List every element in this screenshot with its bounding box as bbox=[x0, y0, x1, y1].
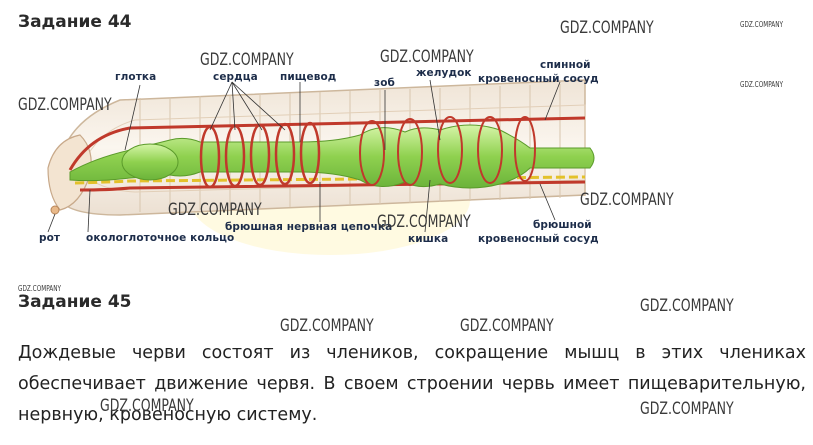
label-mouth: рот bbox=[39, 232, 61, 244]
answer-line-1: Дождевые черви состоят из члеников, сокр… bbox=[18, 343, 806, 363]
answer-line-3: нервную, кровеносную систему. bbox=[18, 405, 318, 425]
answer-line-2: обеспечивает движение червя. В своем стр… bbox=[18, 374, 806, 394]
label-dorsal-vessel-1: спинной bbox=[540, 59, 591, 71]
watermark: GDZ.COMPANY bbox=[18, 95, 112, 115]
watermark: GDZ.COMPANY bbox=[560, 18, 654, 38]
label-gizzard: желудок bbox=[416, 67, 472, 79]
task-44-title: Задание 44 bbox=[18, 12, 132, 32]
watermark: GDZ.COMPANY bbox=[380, 47, 474, 67]
label-esophagus: пищевод bbox=[280, 71, 337, 83]
label-pharynx: глотка bbox=[115, 71, 157, 83]
mouth-spot bbox=[50, 205, 60, 215]
watermark: GDZ.COMPANY bbox=[168, 200, 262, 220]
label-ventral-nerve-cord: брюшная нервная цепочка bbox=[225, 221, 393, 233]
segmental-vessels bbox=[359, 116, 536, 186]
task-45-answer: Дождевые черви состоят из члеников, сокр… bbox=[18, 338, 806, 431]
watermark: GDZ.COMPANY bbox=[200, 50, 294, 70]
label-intestine: кишка bbox=[408, 233, 449, 245]
label-hearts: сердца bbox=[213, 71, 258, 83]
watermark: GDZ.COMPANY bbox=[580, 190, 674, 210]
watermark: GDZ.COMPANY bbox=[460, 316, 554, 336]
earthworm-anatomy-diagram bbox=[47, 79, 595, 255]
ventral-vessel bbox=[79, 180, 586, 192]
label-nerve-ring: окологлоточное кольцо bbox=[86, 232, 235, 244]
label-crop: зоб bbox=[374, 77, 395, 89]
watermark: GDZ.COMPANY bbox=[740, 20, 784, 29]
label-ventral-vessel-2: кровеносный сосуд bbox=[478, 233, 599, 245]
watermark: GDZ.COMPANY bbox=[640, 296, 734, 316]
watermark: GDZ.COMPANY bbox=[18, 284, 62, 293]
pharynx-shape bbox=[121, 143, 179, 181]
task-45-title: Задание 45 bbox=[18, 292, 132, 312]
label-dorsal-vessel-2: кровеносный сосуд bbox=[478, 73, 599, 85]
watermark: GDZ.COMPANY bbox=[100, 396, 194, 416]
watermark: GDZ.COMPANY bbox=[740, 80, 784, 89]
leader-lines bbox=[47, 79, 561, 233]
nerve-cord bbox=[74, 175, 586, 185]
watermark: GDZ.COMPANY bbox=[280, 316, 374, 336]
watermark: GDZ.COMPANY bbox=[377, 212, 471, 232]
watermark: GDZ.COMPANY bbox=[640, 399, 734, 419]
label-ventral-vessel-1: брюшной bbox=[533, 219, 592, 231]
